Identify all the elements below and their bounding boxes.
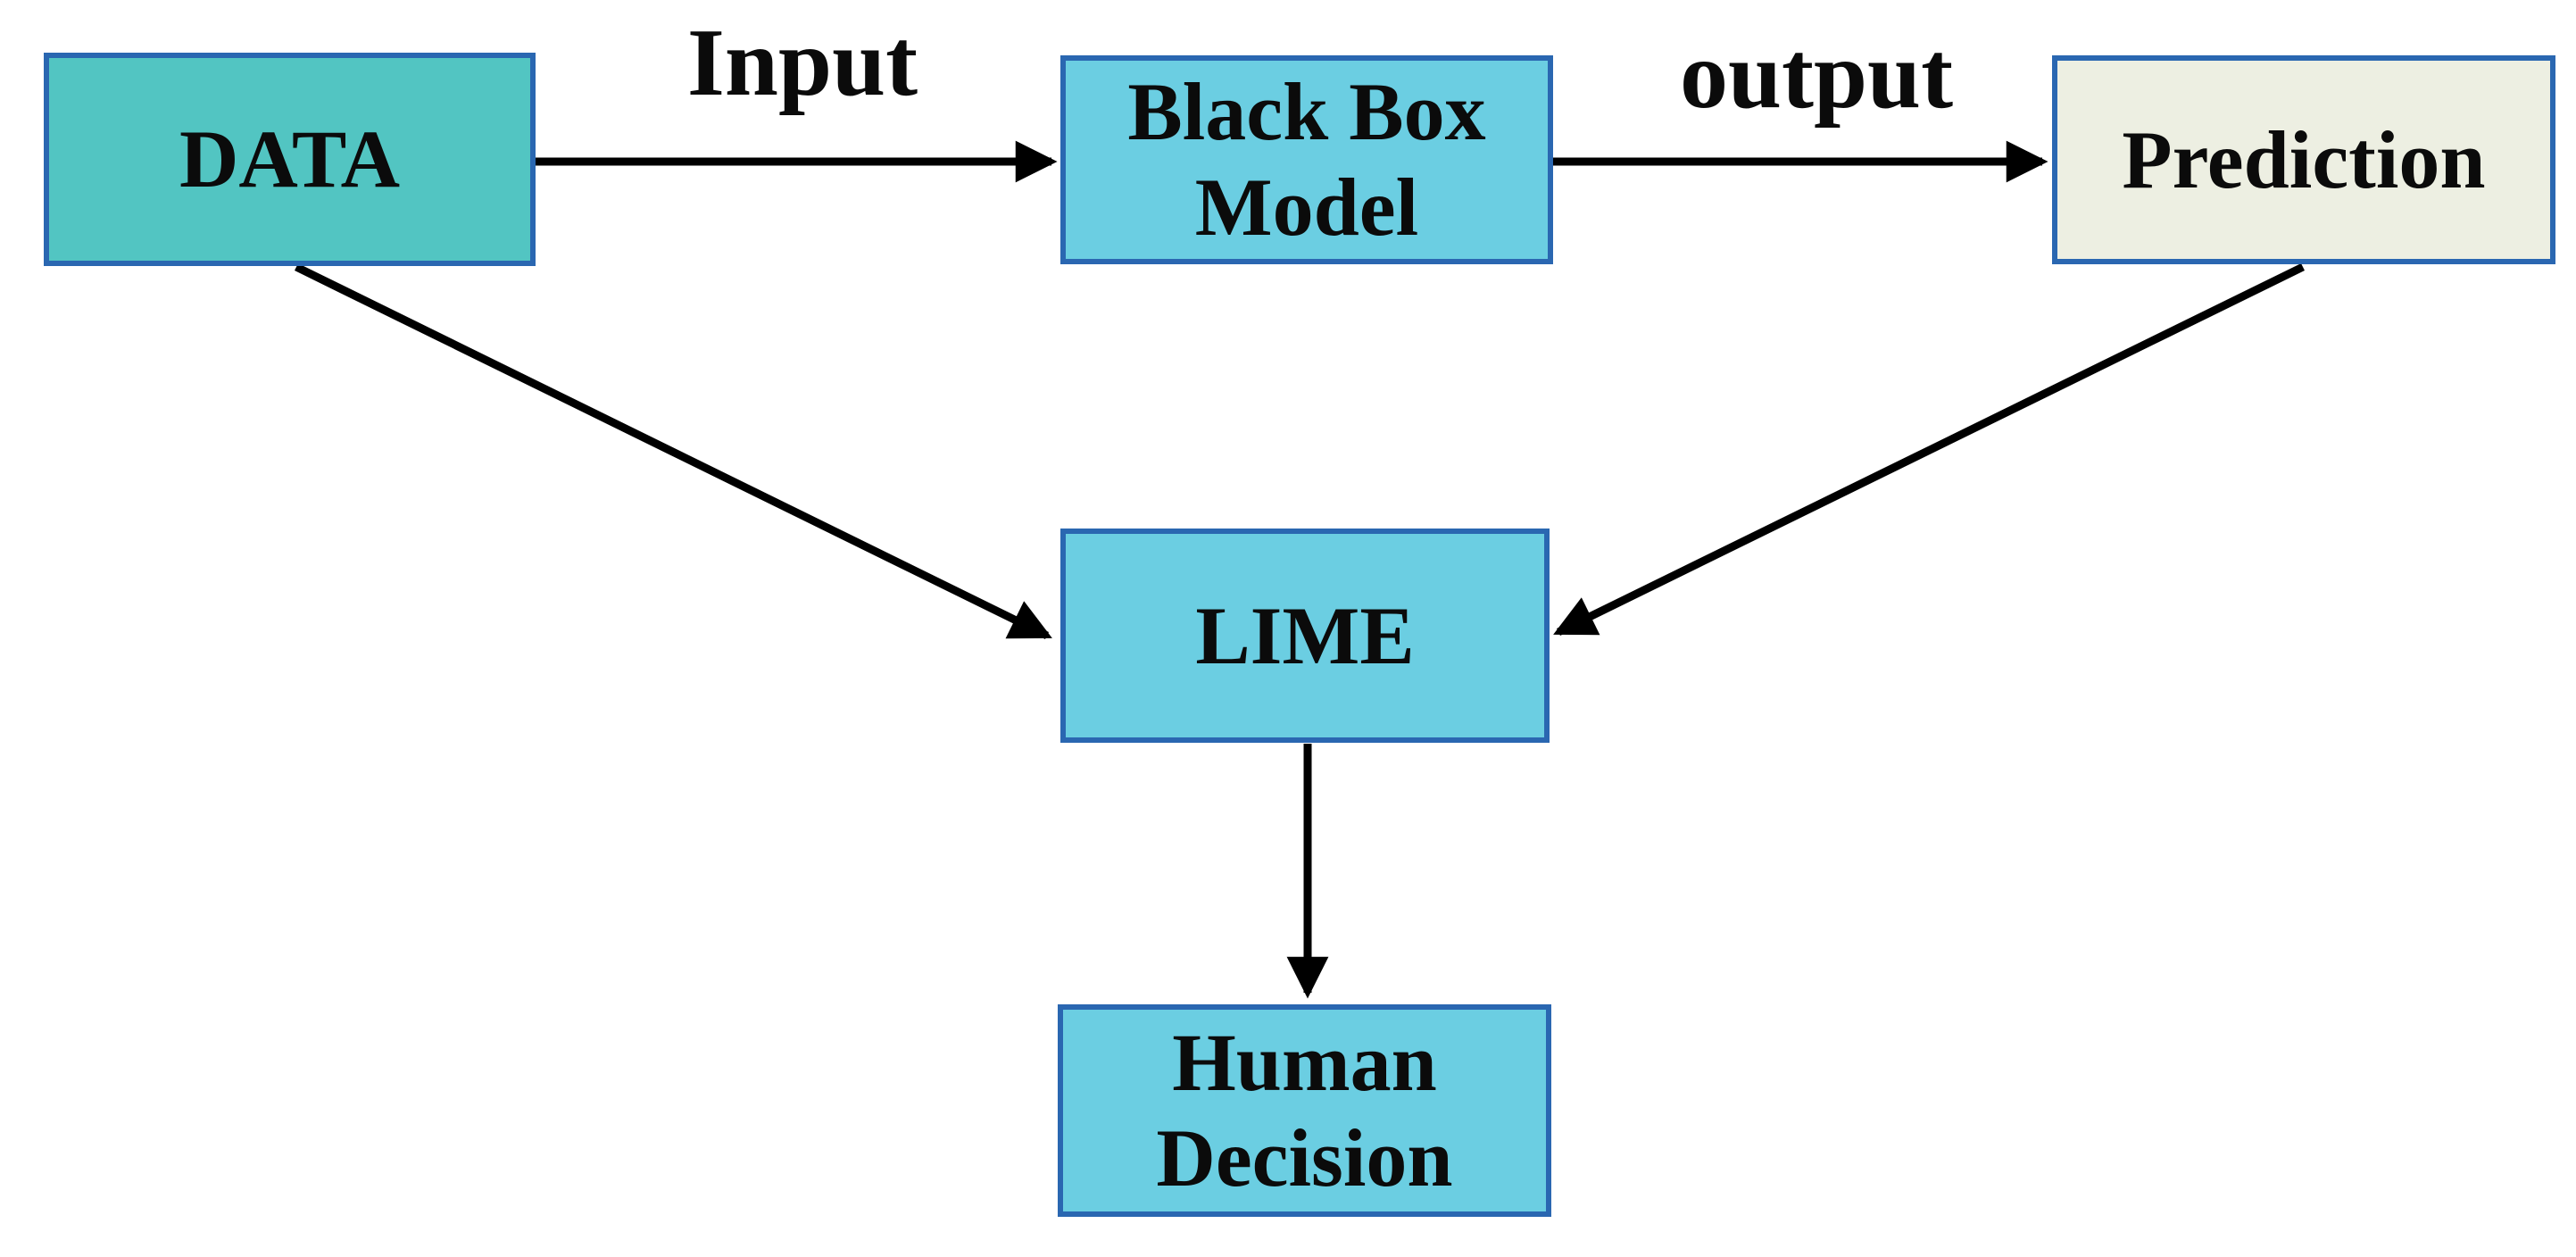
node-data: DATA xyxy=(44,53,536,266)
edge-label-input: Input xyxy=(686,10,918,116)
arrow-data-to-lime xyxy=(295,262,1052,640)
node-black-box-model: Black Box Model xyxy=(1060,55,1553,264)
node-lime: LIME xyxy=(1060,529,1550,743)
arrow-prediction-to-lime xyxy=(1553,262,2305,637)
node-black-box-model-label: Black Box Model xyxy=(1127,66,1486,253)
node-prediction: Prediction xyxy=(2052,55,2555,264)
edge-label-output: output xyxy=(1679,22,1954,129)
node-lime-label: LIME xyxy=(1195,589,1415,681)
node-prediction-label: Prediction xyxy=(2122,113,2486,205)
node-human-decision: Human Decision xyxy=(1058,1004,1551,1217)
node-data-label: DATA xyxy=(179,113,401,205)
node-human-decision-label: Human Decision xyxy=(1156,1017,1453,1203)
